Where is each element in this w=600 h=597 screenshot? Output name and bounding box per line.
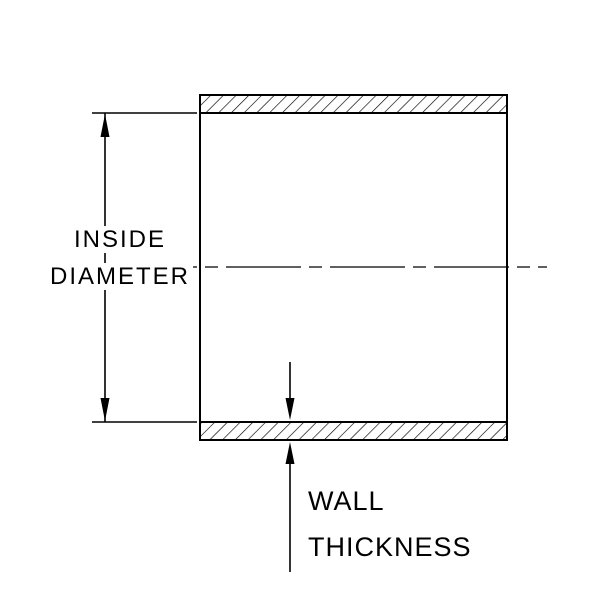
wall-thickness-label-text1: WALL xyxy=(306,486,387,516)
top-wall-hatch xyxy=(200,95,507,113)
inside-diameter-label-line2: DIAMETER xyxy=(24,258,216,295)
inside-diameter-label-line1: INSIDE xyxy=(24,221,216,258)
arrowhead-up-icon xyxy=(100,114,110,137)
wall-thickness-arrowhead-up-icon xyxy=(285,442,295,464)
wall-thickness-label: WALL THICKNESS xyxy=(306,478,474,570)
arrowhead-down-icon xyxy=(100,398,110,421)
wall-thickness-label-line2: THICKNESS xyxy=(306,524,474,570)
inside-diameter-label: INSIDE DIAMETER xyxy=(24,221,216,295)
wall-thickness-label-text2: THICKNESS xyxy=(306,532,474,562)
inside-diameter-label-text1: INSIDE xyxy=(70,226,169,253)
wall-thickness-label-line1: WALL xyxy=(306,478,474,524)
bottom-wall-hatch xyxy=(200,422,507,440)
inside-diameter-label-text2: DIAMETER xyxy=(46,263,193,290)
wall-thickness-arrowhead-down-icon xyxy=(285,398,295,420)
